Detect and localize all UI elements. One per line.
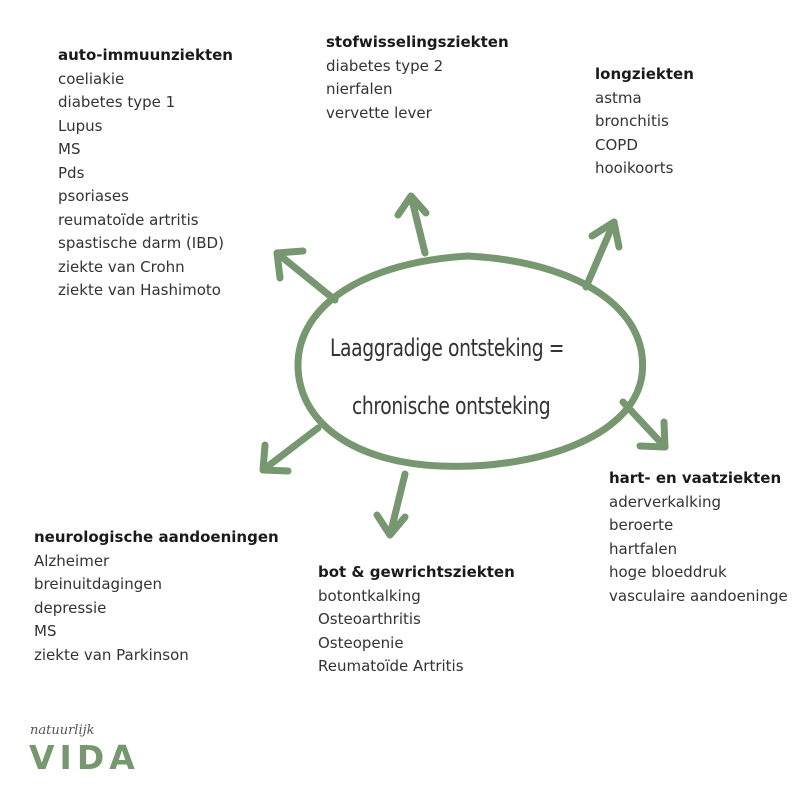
center-text-line1: Laaggradige ontsteking = <box>330 334 565 362</box>
list-item: spastische darm (IBD) <box>58 234 224 252</box>
list-item: vervette lever <box>326 103 432 122</box>
list-item: diabetes type 1 <box>58 93 176 111</box>
list-item: ziekte van Hashimoto <box>58 281 221 299</box>
arrow-auto-immuunziekten <box>273 247 339 304</box>
list-item: hoge bloeddruk <box>609 563 727 581</box>
group-title: auto-immuunziekten <box>58 46 233 64</box>
list-item: aderverkalking <box>609 492 722 511</box>
list-item: botontkalking <box>318 586 421 605</box>
list-item: hooikoorts <box>595 159 674 177</box>
center-text-line2: chronische ontsteking <box>352 392 551 420</box>
group-title: hart- en vaatziekten <box>609 469 782 487</box>
center-ellipse-overlap <box>417 253 503 265</box>
list-item: Alzheimer <box>34 551 110 570</box>
list-item: ziekte van Parkinson <box>34 645 189 664</box>
list-item: psoriases <box>58 187 129 205</box>
center-ellipse <box>294 252 647 470</box>
arrow-bot-gewrichtsziekten <box>373 470 409 539</box>
group-title: neurologische aandoeningen <box>34 528 279 546</box>
group-stofwisselingsziekten: stofwisselingsziekten diabetes type 2 ni… <box>326 31 509 125</box>
list-item: bronchitis <box>595 112 669 130</box>
list-item: Pds <box>58 163 85 182</box>
list-item: ziekte van Crohn <box>58 257 185 276</box>
list-item: beroerte <box>609 516 674 534</box>
list-item: MS <box>34 622 57 640</box>
list-item: Osteopenie <box>318 633 404 652</box>
group-longziekten: longziekten astma bronchitis COPD hooiko… <box>595 63 694 181</box>
list-item: breinuitdagingen <box>34 575 162 593</box>
arrow-stofwisselingsziekten <box>394 192 430 257</box>
list-item: diabetes type 2 <box>326 56 444 75</box>
list-item: Osteoarthritis <box>318 610 421 628</box>
list-item: COPD <box>595 135 638 154</box>
list-item: depressie <box>34 598 107 617</box>
arrow-longziekten <box>582 218 623 291</box>
list-item: nierfalen <box>326 80 393 98</box>
logo-wordmark: VIDA <box>29 738 140 777</box>
list-item: MS <box>58 140 81 158</box>
arrow-neurologische-aandoeningen <box>259 424 322 475</box>
list-item: Lupus <box>58 116 103 135</box>
group-auto-immuunziekten: auto-immuunziekten coeliakie diabetes ty… <box>58 44 233 303</box>
list-item: Reumatoïde Artritis <box>318 657 464 675</box>
list-item: coeliakie <box>58 69 125 88</box>
list-item: reumatoïde artritis <box>58 210 199 229</box>
group-title: bot & gewrichtsziekten <box>318 563 515 581</box>
list-item: vasculaire aandoeninge <box>609 586 788 605</box>
group-bot-gewrichtsziekten: bot & gewrichtsziekten botontkalking Ost… <box>318 561 515 679</box>
group-title: longziekten <box>595 65 694 83</box>
group-neurologische-aandoeningen: neurologische aandoeningen Alzheimer bre… <box>34 526 279 667</box>
group-title: stofwisselingsziekten <box>326 33 509 51</box>
list-item: hartfalen <box>609 539 678 558</box>
arrow-hart-en-vaatziekten <box>619 398 669 451</box>
list-item: astma <box>595 88 642 107</box>
logo-script-text: natuurlijk <box>30 723 95 738</box>
group-hart-en-vaatziekten: hart- en vaatziekten aderverkalking bero… <box>609 467 788 608</box>
